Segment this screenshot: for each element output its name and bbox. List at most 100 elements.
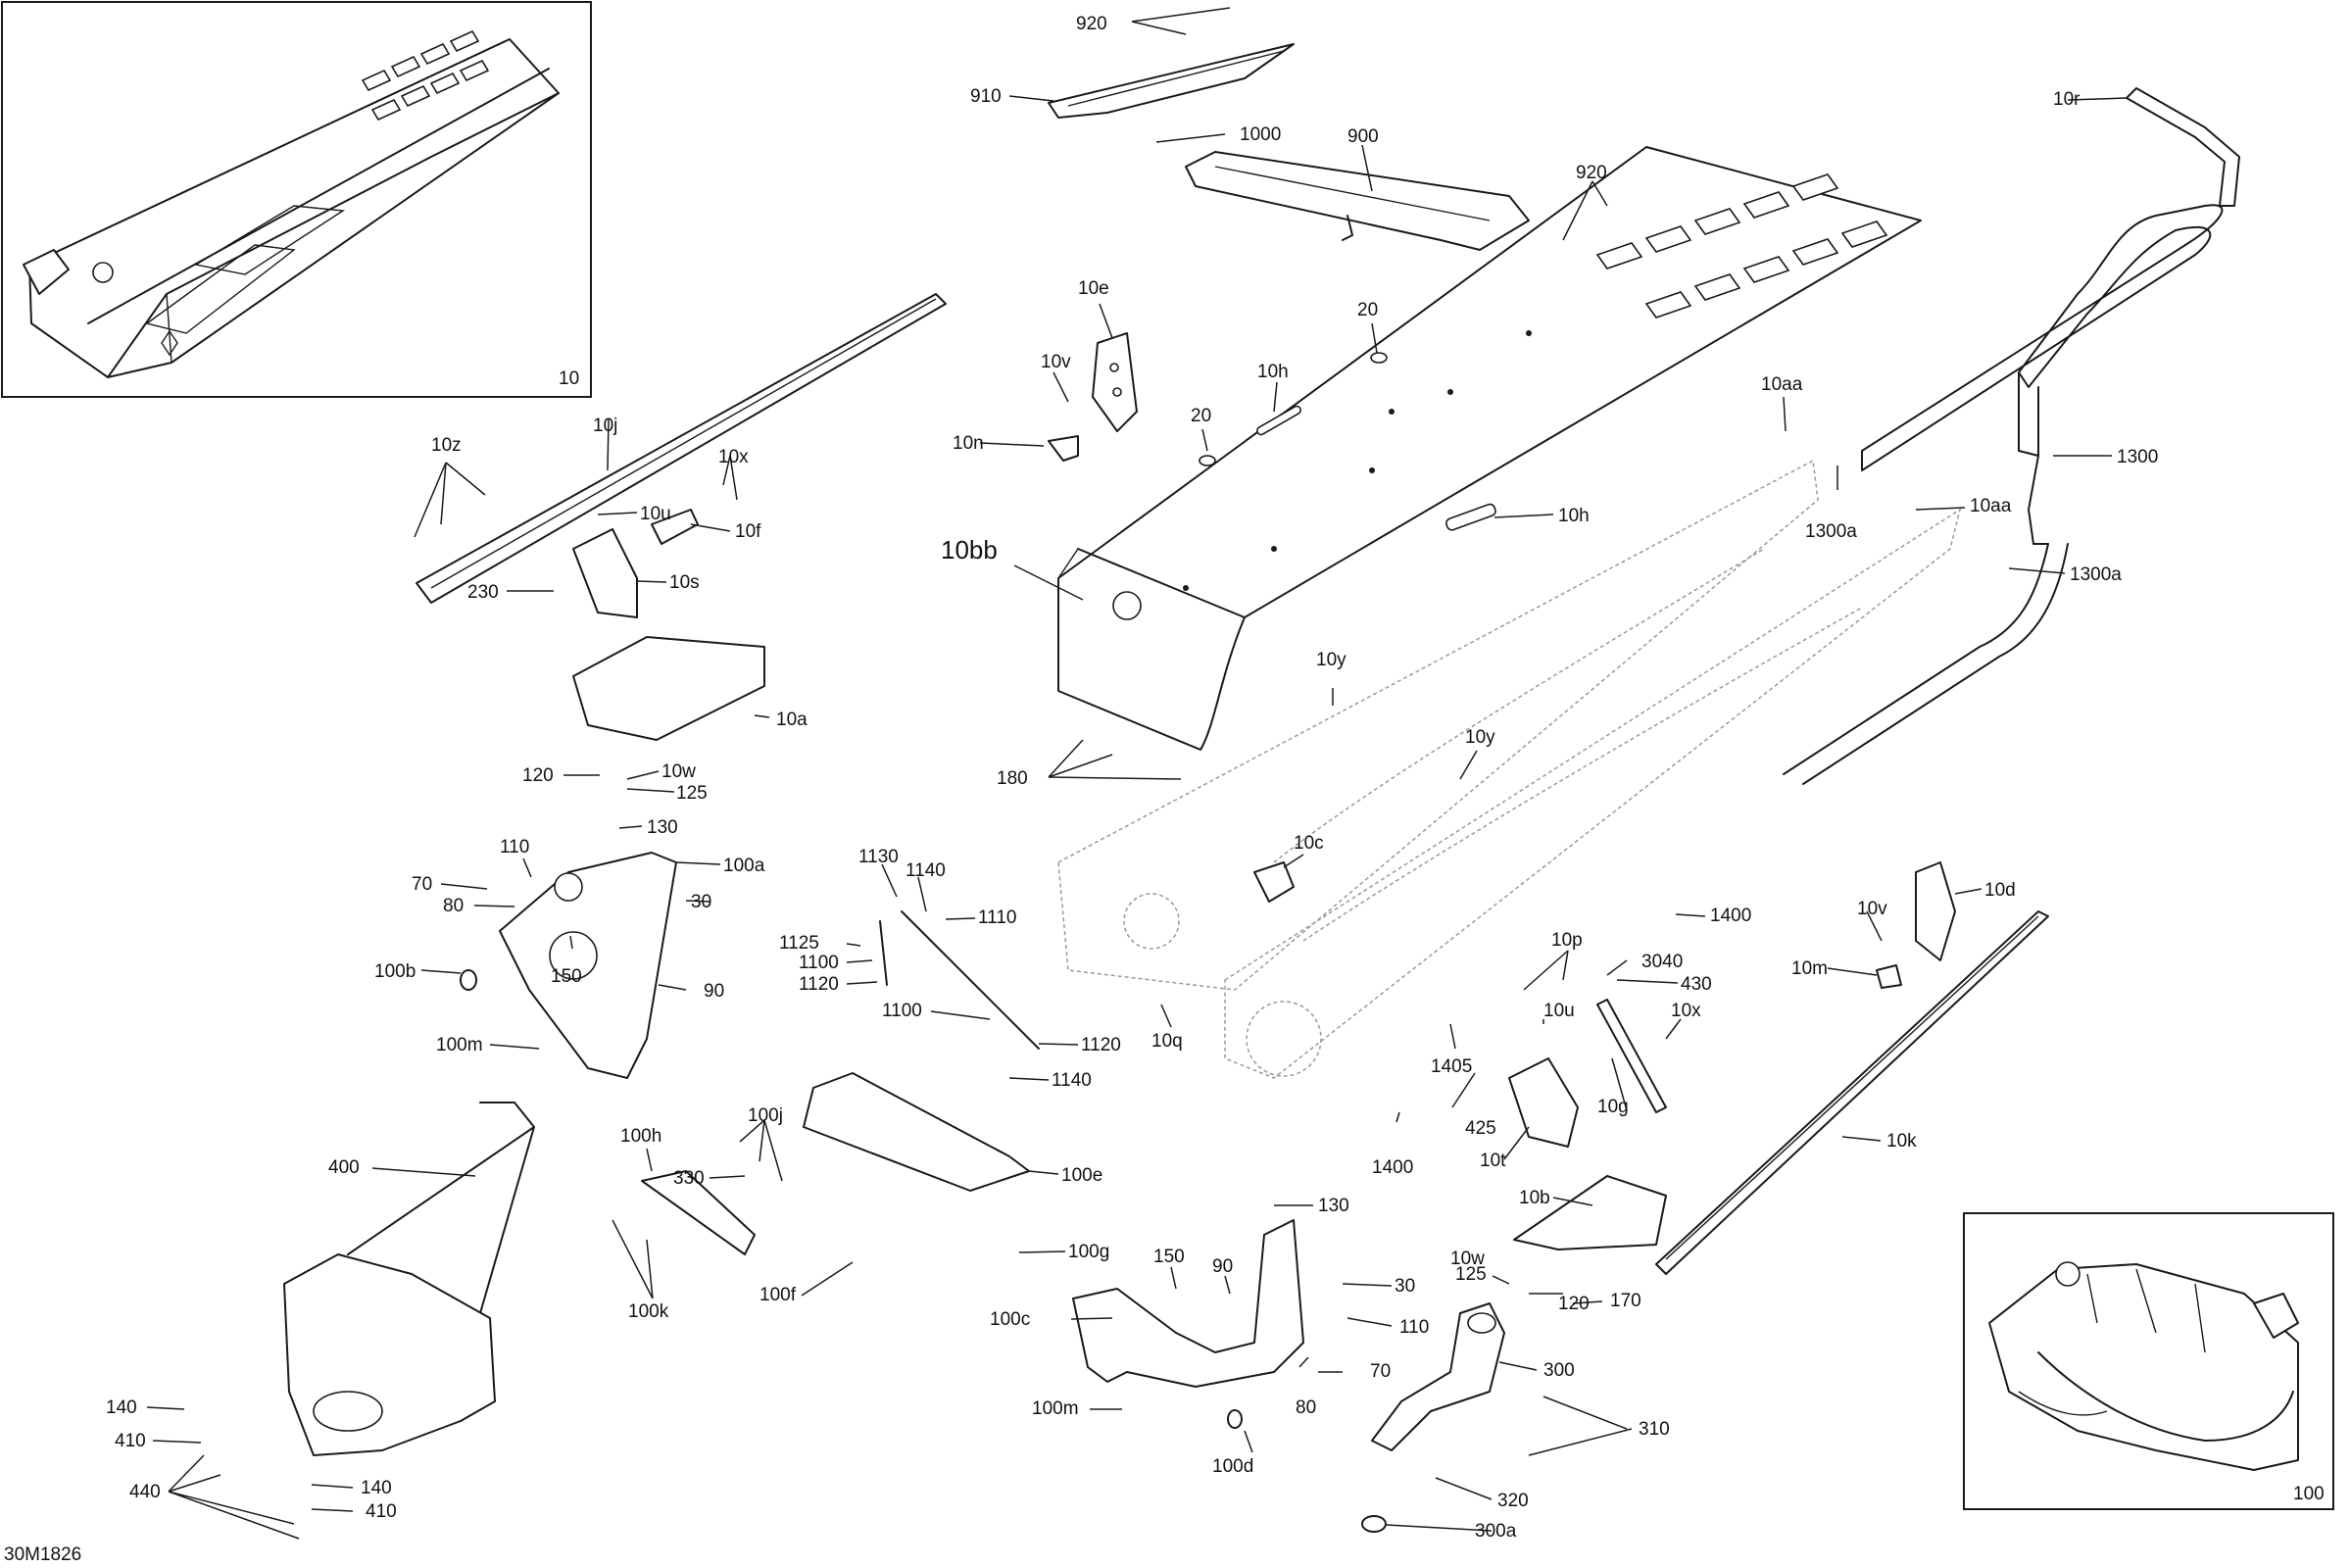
- callout-10aa: 10aa: [1761, 374, 1803, 395]
- callout-10bb: 10bb: [941, 535, 998, 564]
- plate-10m: [1876, 964, 1902, 989]
- callout-20-b: 20: [1191, 406, 1211, 426]
- callout-30-b: 30: [1395, 1276, 1415, 1297]
- callout-70: 70: [412, 874, 432, 895]
- tunnel-top-panel: [1057, 146, 1922, 751]
- callout-410-b: 410: [366, 1501, 397, 1522]
- front-frame-100a: [499, 852, 677, 1079]
- callout-10y: 10y: [1316, 650, 1346, 670]
- callout-320: 320: [1497, 1491, 1529, 1511]
- callout-labels: 920 910 1000 900 920 10r 10e 10v 20 20 1…: [4, 14, 2158, 1565]
- callout-150: 150: [551, 966, 582, 987]
- callout-30: 30: [691, 892, 711, 912]
- tunnel-vent-slots: [361, 29, 490, 122]
- running-board-10j: [416, 293, 947, 604]
- callout-10w: 10w: [661, 761, 696, 782]
- callout-10aa-b: 10aa: [1970, 496, 2012, 516]
- callout-100b: 100b: [374, 961, 416, 982]
- callout-125-b: 125: [1455, 1264, 1487, 1285]
- callout-80-b: 80: [1296, 1397, 1316, 1418]
- callout-100m-b: 100m: [1032, 1398, 1079, 1419]
- callout-80: 80: [443, 896, 464, 916]
- callout-1100: 1100: [799, 953, 839, 973]
- bracket-10a: [572, 636, 765, 741]
- panel-10t: [1508, 1057, 1579, 1148]
- rod-1100: [901, 910, 1040, 1050]
- callout-1300a: 1300a: [1805, 521, 1857, 542]
- callout-120-b: 120: [1558, 1294, 1590, 1314]
- callout-1140: 1140: [906, 860, 946, 881]
- callout-10b: 10b: [1519, 1188, 1550, 1208]
- inset-tunnel-assembly: 10: [1, 1, 592, 398]
- callout-10d: 10d: [1984, 880, 2016, 901]
- callout-1400: 1400: [1710, 906, 1751, 926]
- callout-1140-b: 1140: [1052, 1070, 1092, 1091]
- callout-10q: 10q: [1151, 1031, 1183, 1052]
- callout-10n: 10n: [953, 433, 984, 454]
- callout-910: 910: [970, 86, 1002, 107]
- callout-90-b: 90: [1212, 1256, 1233, 1277]
- running-board-10k: [1655, 910, 2049, 1275]
- callout-110: 110: [500, 837, 529, 858]
- callout-100f: 100f: [759, 1285, 797, 1305]
- callout-1130: 1130: [858, 847, 899, 867]
- part-100b: [460, 969, 477, 991]
- tunnel-side-panels-ghost: [1057, 459, 1962, 1079]
- callout-100h: 100h: [620, 1126, 661, 1147]
- callout-410: 410: [115, 1431, 146, 1451]
- callout-100d: 100d: [1212, 1456, 1253, 1477]
- callout-920: 920: [1076, 14, 1107, 34]
- callout-10a: 10a: [776, 710, 808, 730]
- callout-90: 90: [704, 981, 724, 1002]
- panel-10s: [572, 528, 638, 618]
- callout-140-b: 140: [361, 1478, 392, 1498]
- callout-230: 230: [467, 582, 499, 603]
- callout-920-b: 920: [1576, 163, 1607, 183]
- callout-400: 400: [328, 1157, 360, 1178]
- tunnel-handle-slot: [1445, 503, 1496, 531]
- callout-1000: 1000: [1240, 124, 1281, 145]
- callout-170: 170: [1610, 1291, 1641, 1311]
- callout-120: 120: [522, 765, 554, 786]
- callout-300a: 300a: [1475, 1521, 1517, 1542]
- callout-100e: 100e: [1061, 1165, 1102, 1186]
- tunnel-vent-slots-main: [1595, 173, 1888, 318]
- plate-10n: [1048, 435, 1079, 462]
- handle-10h-top: [1256, 405, 1301, 436]
- callout-430: 430: [1681, 974, 1712, 995]
- callout-100a: 100a: [723, 856, 765, 876]
- plate-10c: [1253, 861, 1295, 903]
- drawing-id: 30M1826: [4, 1544, 81, 1565]
- callout-440: 440: [129, 1482, 161, 1502]
- plate-10e: [1092, 332, 1138, 432]
- callout-10g: 10g: [1597, 1097, 1629, 1117]
- callout-1300: 1300: [2117, 447, 2158, 467]
- callout-1120-b: 1120: [1081, 1035, 1121, 1055]
- front-frame-100c: [1072, 1219, 1304, 1388]
- callout-10w-b: 10w: [1450, 1249, 1485, 1269]
- panel-10f: [651, 509, 699, 545]
- plate-100h: [641, 1170, 756, 1255]
- rear-bumper-1300: [1783, 204, 2224, 785]
- callout-1300a-b: 1300a: [2070, 564, 2122, 585]
- callout-3040: 3040: [1641, 952, 1683, 972]
- callout-110-b: 110: [1399, 1317, 1429, 1338]
- strip-10g: [1596, 999, 1667, 1113]
- inset-front-frame-label: 100: [2293, 1484, 2325, 1504]
- callout-10v: 10v: [1041, 352, 1071, 372]
- callout-1120: 1120: [799, 974, 839, 995]
- callout-20: 20: [1357, 300, 1378, 320]
- callout-10p: 10p: [1551, 930, 1583, 951]
- callout-300: 300: [1543, 1360, 1575, 1381]
- plate-100e: [803, 1072, 1030, 1192]
- callout-10v-b: 10v: [1857, 899, 1887, 919]
- callout-180: 180: [997, 768, 1028, 789]
- callout-10c: 10c: [1294, 833, 1324, 854]
- bracket-10r: [2126, 87, 2240, 207]
- callout-10t: 10t: [1480, 1151, 1506, 1171]
- callout-10r: 10r: [2053, 89, 2081, 110]
- callout-10f: 10f: [735, 521, 761, 542]
- callout-1100-b: 1100: [882, 1001, 922, 1021]
- part-100d: [1227, 1409, 1243, 1429]
